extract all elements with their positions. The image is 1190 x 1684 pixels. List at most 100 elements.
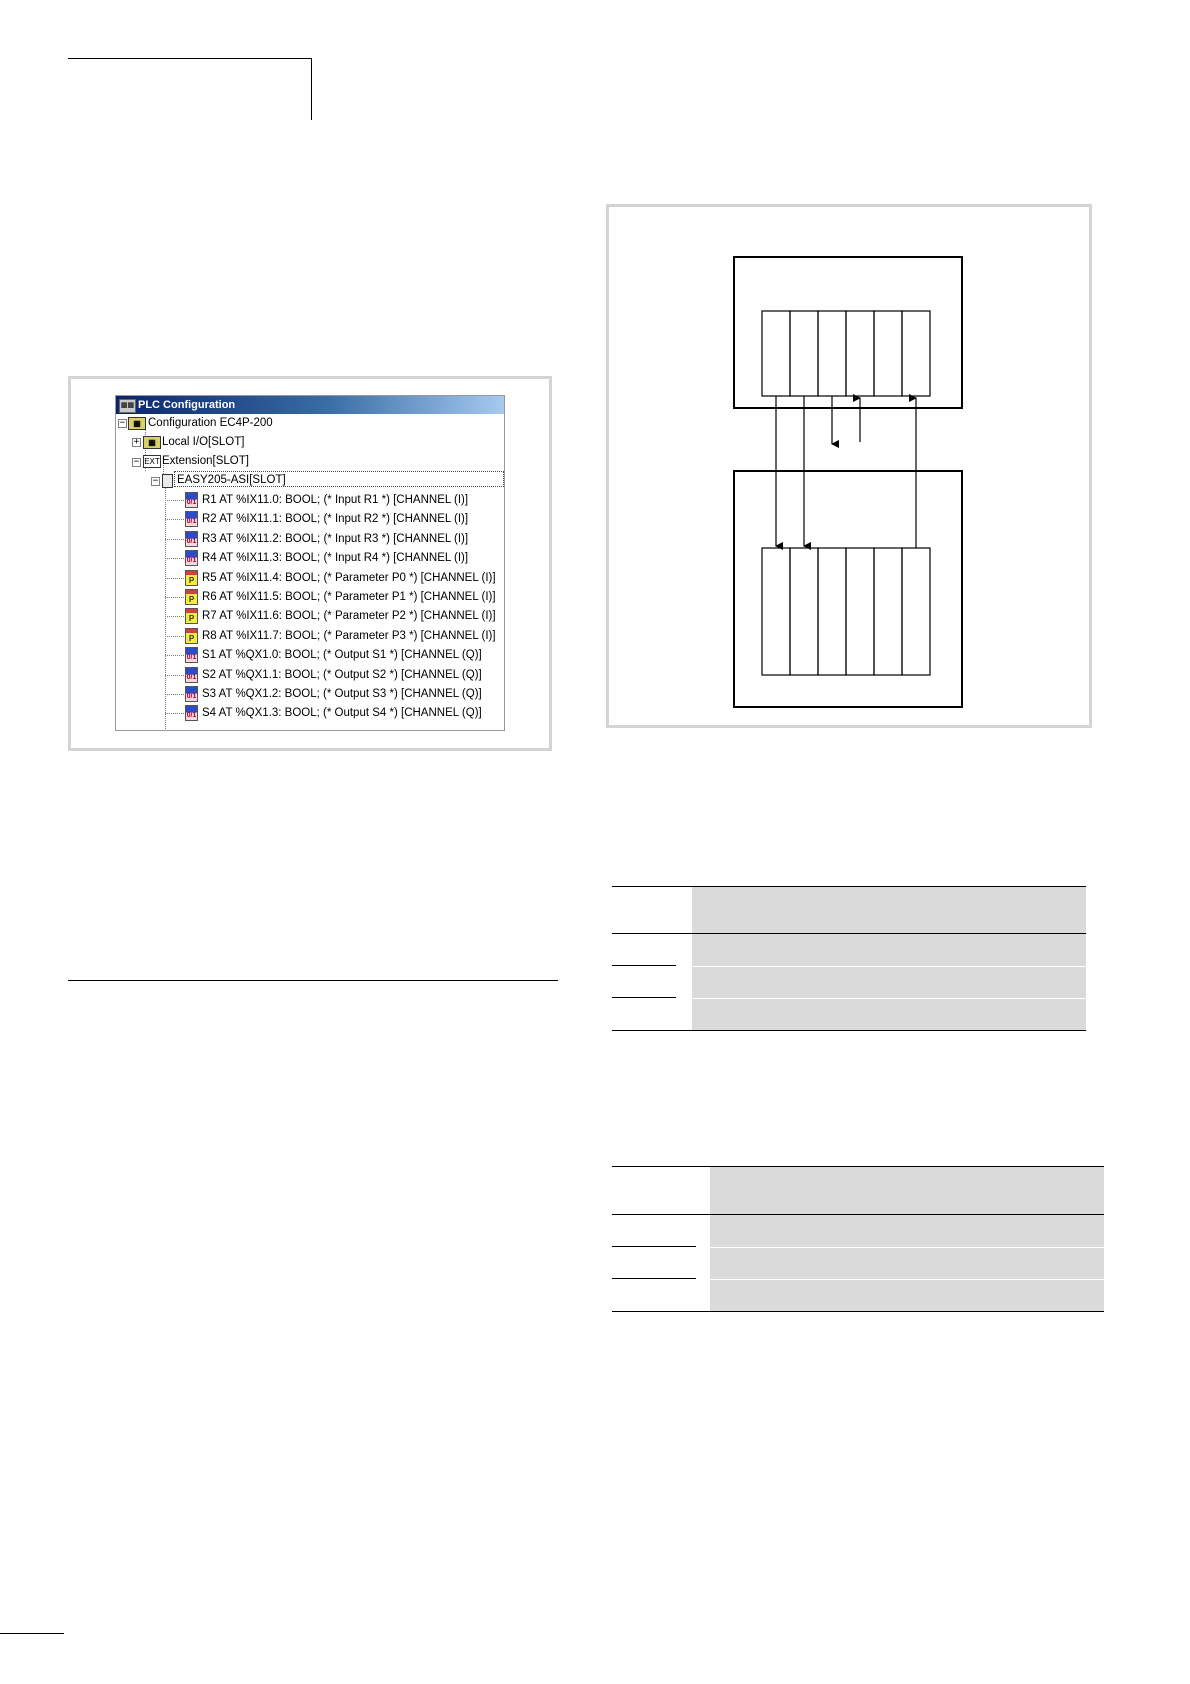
section-separator xyxy=(68,980,558,981)
io-channel-icon: 0/1 xyxy=(185,647,198,664)
table-2-body-shade xyxy=(710,1215,1104,1311)
tree-node-channel[interactable]: R3 AT %IX11.2: BOOL; (* Input R3 *) [CHA… xyxy=(202,532,469,545)
table-1-row-divider xyxy=(692,966,1086,967)
upper-device-block xyxy=(733,256,963,409)
window-title: PLC Configuration xyxy=(138,399,236,411)
lower-register xyxy=(761,547,931,676)
footer-rule xyxy=(0,1633,64,1634)
tree-connector xyxy=(165,597,184,598)
block-diagram xyxy=(733,256,963,708)
collapse-extension-button[interactable]: − xyxy=(132,457,141,467)
tree-node-channel[interactable]: S3 AT %QX1.2: BOOL; (* Output S3 *) [CHA… xyxy=(202,688,482,700)
lower-register-cell xyxy=(845,547,875,676)
tree-connector xyxy=(165,635,184,637)
tree-node-module[interactable]: EASY205-ASI[SLOT] xyxy=(174,471,504,487)
io-channel-icon: 0/1 xyxy=(185,705,198,722)
tree-node-channel[interactable]: R1 AT %IX11.0: BOOL; (* Input R1 *) [CHA… xyxy=(202,494,469,506)
configuration-node-icon: ▦ xyxy=(128,417,146,430)
channel-icon-text: 0/1 xyxy=(186,537,197,545)
tree-node-configuration[interactable]: Configuration EC4P-200 xyxy=(148,417,273,429)
channel-icon-text: P xyxy=(188,575,195,585)
io-channel-icon: 0/1 xyxy=(185,530,198,547)
table-1-bottom-rule xyxy=(612,1030,1086,1031)
tree-connector xyxy=(165,538,184,540)
lower-register-cell xyxy=(761,547,791,676)
table-2-row-divider xyxy=(710,1247,1104,1248)
channel-icon-text: 0/1 xyxy=(186,693,197,700)
upper-register-cell xyxy=(817,310,847,397)
table-1-row-rule xyxy=(612,965,676,966)
tree-node-local-io[interactable]: Local I/O[SLOT] xyxy=(162,436,245,448)
table-1-top-rule xyxy=(612,886,1086,887)
tree-connector xyxy=(165,484,166,730)
channel-icon-text: 0/1 xyxy=(186,518,197,526)
table-1-row-rule xyxy=(612,997,676,998)
tree-node-channel[interactable]: S1 AT %QX1.0: BOOL; (* Output S1 *) [CHA… xyxy=(202,649,482,662)
io-channel-icon: 0/1 xyxy=(185,550,198,567)
tree-node-channel[interactable]: R7 AT %IX11.6: BOOL; (* Parameter P2 *) … xyxy=(202,610,496,623)
channel-icon-text: P xyxy=(188,633,195,643)
lower-register-cell xyxy=(817,547,847,676)
table-2-bottom-rule xyxy=(612,1311,1104,1312)
io-channel-icon: 0/1 xyxy=(185,492,198,508)
table-2-top-rule xyxy=(612,1166,1104,1167)
collapse-module-button[interactable]: − xyxy=(151,476,160,486)
tree-node-channel[interactable]: R5 AT %IX11.4: BOOL; (* Parameter P0 *) … xyxy=(202,571,496,584)
plc-app-icon: ▦▦ xyxy=(119,399,136,413)
ext-node-icon: EXT xyxy=(143,455,161,468)
lower-register-cell xyxy=(873,547,903,676)
table-1-header-rule xyxy=(612,933,1086,934)
upper-register xyxy=(761,310,931,397)
tree-connector xyxy=(165,519,184,521)
tree-connector xyxy=(165,674,184,676)
lower-register-cell xyxy=(901,547,931,676)
header-rule xyxy=(68,58,312,59)
upper-register-cell xyxy=(761,310,791,397)
table-2-row-divider xyxy=(710,1279,1104,1280)
tree-node-channel[interactable]: S2 AT %QX1.1: BOOL; (* Output S2 *) [CHA… xyxy=(202,668,482,681)
io-channel-icon: 0/1 xyxy=(185,686,198,702)
collapse-root-button[interactable]: − xyxy=(118,418,127,428)
module-node-icon xyxy=(162,474,173,488)
upper-register-cell xyxy=(901,310,931,397)
tree-connector xyxy=(145,427,146,471)
plc-configuration-window[interactable]: ▦▦ PLC Configuration − ▦ Configuration E… xyxy=(115,395,505,731)
upper-register-cell xyxy=(845,310,875,397)
tree-connector xyxy=(165,500,184,501)
io-channel-icon: 0/1 xyxy=(185,511,198,528)
tree-node-channel[interactable]: R8 AT %IX11.7: BOOL; (* Parameter P3 *) … xyxy=(202,629,496,642)
upper-register-cell xyxy=(789,310,819,397)
tree-connector xyxy=(165,616,184,618)
tree-node-extension[interactable]: Extension[SLOT] xyxy=(162,455,249,467)
local-io-node-icon: ▦ xyxy=(143,436,161,449)
table-2-row-rule xyxy=(612,1246,696,1247)
table-1-row-divider xyxy=(692,998,1086,999)
parameter-channel-icon: P xyxy=(185,569,198,586)
tree-connector xyxy=(165,694,184,695)
channel-icon-text: P xyxy=(188,595,195,604)
block-diagram-frame xyxy=(606,204,1092,728)
upper-register-cell xyxy=(873,310,903,397)
tree-connector xyxy=(165,577,184,579)
expand-local-io-button[interactable]: + xyxy=(132,437,141,447)
parameter-channel-icon: P xyxy=(185,589,198,605)
tree-connector xyxy=(165,558,184,560)
tree-node-channel[interactable]: R2 AT %IX11.1: BOOL; (* Input R2 *) [CHA… xyxy=(202,513,469,526)
table-1-body-shade xyxy=(692,934,1086,1030)
tree-node-channel[interactable]: S4 AT %QX1.3: BOOL; (* Output S4 *) [CHA… xyxy=(202,707,482,720)
tree-connector xyxy=(163,465,164,478)
tree-node-channel[interactable]: R6 AT %IX11.5: BOOL; (* Parameter P1 *) … xyxy=(202,591,496,603)
tree-node-channel[interactable]: R4 AT %IX11.3: BOOL; (* Input R4 *) [CHA… xyxy=(202,552,469,565)
tree-connector xyxy=(165,713,184,715)
channel-icon-text: 0/1 xyxy=(186,499,197,506)
parameter-channel-icon: P xyxy=(185,608,198,625)
table-2-header-shade xyxy=(710,1167,1104,1214)
header-rule-vertical xyxy=(311,58,312,120)
table-2-row-rule xyxy=(612,1278,696,1279)
tree-connector xyxy=(165,655,184,657)
table-2-header-rule xyxy=(612,1214,1104,1215)
window-title-bar[interactable]: ▦▦ PLC Configuration xyxy=(116,396,504,414)
lower-device-block xyxy=(733,470,963,708)
channel-icon-text: P xyxy=(188,614,195,624)
channel-icon-text: 0/1 xyxy=(186,673,197,681)
